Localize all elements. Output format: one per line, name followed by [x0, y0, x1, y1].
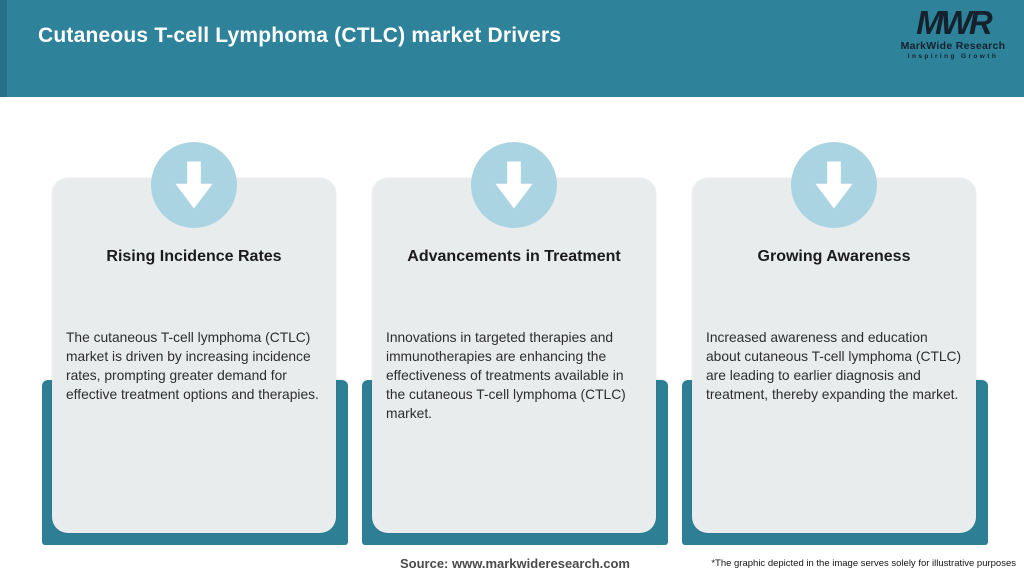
arrow-badge — [151, 142, 237, 228]
arrow-badge — [471, 142, 557, 228]
header-accent-strip — [0, 0, 7, 97]
markwide-research-logo: MWR MarkWide Research Inspiring Growth — [894, 6, 1012, 60]
card-body-text: Innovations in targeted therapies and im… — [386, 330, 626, 421]
disclaimer-note: *The graphic depicted in the image serve… — [711, 558, 1016, 569]
logo-tagline: Inspiring Growth — [907, 52, 999, 60]
driver-card-advancements-treatment: Advancements in Treatment Innovations in… — [372, 178, 656, 533]
logo-name: MarkWide Research — [900, 40, 1006, 52]
logo-acronym: MWR — [916, 4, 992, 41]
driver-card-growing-awareness: Growing Awareness Increased awareness an… — [692, 178, 976, 533]
down-arrow-icon — [495, 161, 533, 209]
page-title: Cutaneous T-cell Lymphoma (CTLC) market … — [38, 24, 562, 47]
card-title: Advancements in Treatment — [407, 248, 621, 265]
driver-card-rising-incidence: Rising Incidence Rates The cutaneous T-c… — [52, 178, 336, 533]
source-note: Source: www.markwideresearch.com — [399, 556, 630, 571]
card-title: Rising Incidence Rates — [106, 248, 282, 265]
card-body-text: The cutaneous T-cell lymphoma (CTLC) mar… — [66, 330, 319, 402]
arrow-badge — [791, 142, 877, 228]
down-arrow-icon — [175, 161, 213, 209]
header-bar: Cutaneous T-cell Lymphoma (CTLC) market … — [0, 0, 1024, 97]
down-arrow-icon — [815, 161, 853, 209]
card-body-text: Increased awareness and education about … — [706, 330, 962, 402]
card-title: Growing Awareness — [757, 248, 911, 265]
